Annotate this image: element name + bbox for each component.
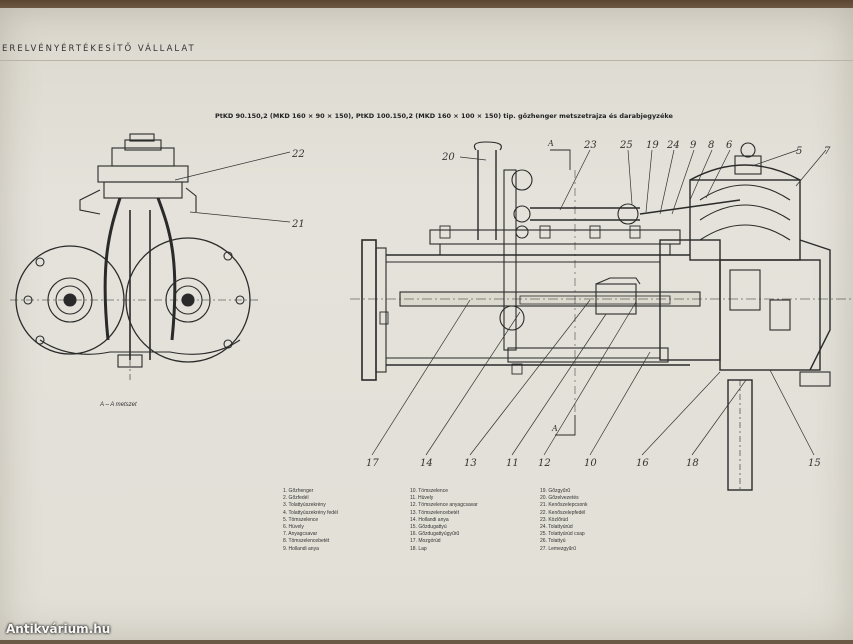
legend-item: 25. Tolattyúrúd csap <box>540 531 585 538</box>
legend-item: 15. Gőzdugattyú <box>410 524 447 531</box>
callout-6: 6 <box>726 140 733 151</box>
legend-item: 20. Gőzelvezetés <box>540 495 579 502</box>
longitudinal-section <box>350 141 853 491</box>
legend-item: 22. Kenőszelepfedél <box>540 509 586 516</box>
legend-item: 8. Tömszelencebetét <box>283 538 330 545</box>
legend-item: 21. Kenőszelepcsonk <box>540 502 588 509</box>
legend-item: 2. Gőzfedél <box>283 495 309 502</box>
drawing-sheet <box>0 8 853 640</box>
callout-21: 21 <box>291 219 305 230</box>
callout-25: 25 <box>619 140 633 151</box>
callout-19: 19 <box>646 140 659 151</box>
legend-item: 24. Tolattyúrúd <box>540 524 573 531</box>
callout-10: 10 <box>584 458 597 469</box>
section-marker-bottom: A <box>551 424 558 433</box>
callout-22: 22 <box>291 149 305 160</box>
legend-item: 7. Anyagcsavar <box>283 531 318 538</box>
legend-item: 10. Tömszelence <box>410 488 448 494</box>
section-marker-top: A <box>547 139 554 148</box>
legend-item: 19. Gőzgyűrű <box>540 488 571 494</box>
callout-24: 24 <box>666 140 680 151</box>
callout-20: 20 <box>441 152 455 163</box>
legend-item: 14. Hollandi anya <box>410 516 449 523</box>
section-a-label: A – A metszet <box>100 402 137 408</box>
legend-item: 9. Hollandi anya <box>283 545 319 552</box>
legend-item: 23. Közlőrúd <box>540 516 569 523</box>
parts-list-column-1: 1. Gőzhenger 2. Gőzfedél 3. Tolattyúszek… <box>283 488 338 553</box>
callout-18: 18 <box>686 458 699 469</box>
header-rule <box>0 60 853 61</box>
callout-16: 16 <box>636 458 649 469</box>
section-leaders <box>371 149 827 456</box>
callout-17: 17 <box>366 458 379 469</box>
callout-9: 9 <box>690 140 697 151</box>
legend-item: 3. Tolattyúszekrény <box>283 502 326 509</box>
end-view <box>10 133 260 380</box>
callout-11: 11 <box>506 458 519 469</box>
legend-item: 5. Tömszelence <box>283 516 319 523</box>
drawing-title: PtKD 90.150,2 (MKD 160 × 90 × 150), PtKD… <box>215 112 673 120</box>
callout-12: 12 <box>538 458 551 469</box>
callout-7: 7 <box>824 146 831 157</box>
legend-item: 26. Tolattyú <box>540 538 566 545</box>
company-name: ERELVÉNYÉRTÉKESÍTŐ VÁLLALAT <box>2 44 196 54</box>
legend-item: 27. Lemezgyűrű <box>540 545 576 552</box>
legend-item: 4. Tolattyúszekrény fedél <box>283 509 338 516</box>
watermark: Antikvárium.hu <box>6 622 111 636</box>
legend-item: 12. Tömszelence anyagcsavar <box>410 502 478 509</box>
callout-8: 8 <box>708 140 714 151</box>
legend-item: 6. Hüvely <box>283 524 304 531</box>
legend-item: 11. Hüvely <box>410 495 434 502</box>
sheet-header: ERELVÉNYÉRTÉKESÍTŐ VÁLLALAT <box>0 40 853 58</box>
callout-13: 13 <box>464 458 477 469</box>
legend-item: 16. Gőzdugattyúgyűrű <box>410 531 460 538</box>
legend-item: 13. Tömszelencebetét <box>410 509 460 516</box>
parts-list-column-3: 19. Gőzgyűrű 20. Gőzelvezetés 21. Kenősz… <box>540 488 588 553</box>
callout-23: 23 <box>583 140 597 151</box>
legend-item: 1. Gőzhenger <box>283 488 314 494</box>
callout-15: 15 <box>808 458 821 469</box>
legend-item: 17. Mozgórúd <box>410 538 441 545</box>
end-view-leaders <box>174 151 291 223</box>
callout-numbers: 22 21 20 23 25 19 24 9 8 6 5 7 17 14 13 … <box>291 139 831 469</box>
legend-item: 18. Lap <box>410 545 427 552</box>
parts-list-column-2: 10. Tömszelence 11. Hüvely 12. Tömszelen… <box>410 488 478 553</box>
callout-5: 5 <box>796 146 802 157</box>
callout-14: 14 <box>420 458 433 469</box>
